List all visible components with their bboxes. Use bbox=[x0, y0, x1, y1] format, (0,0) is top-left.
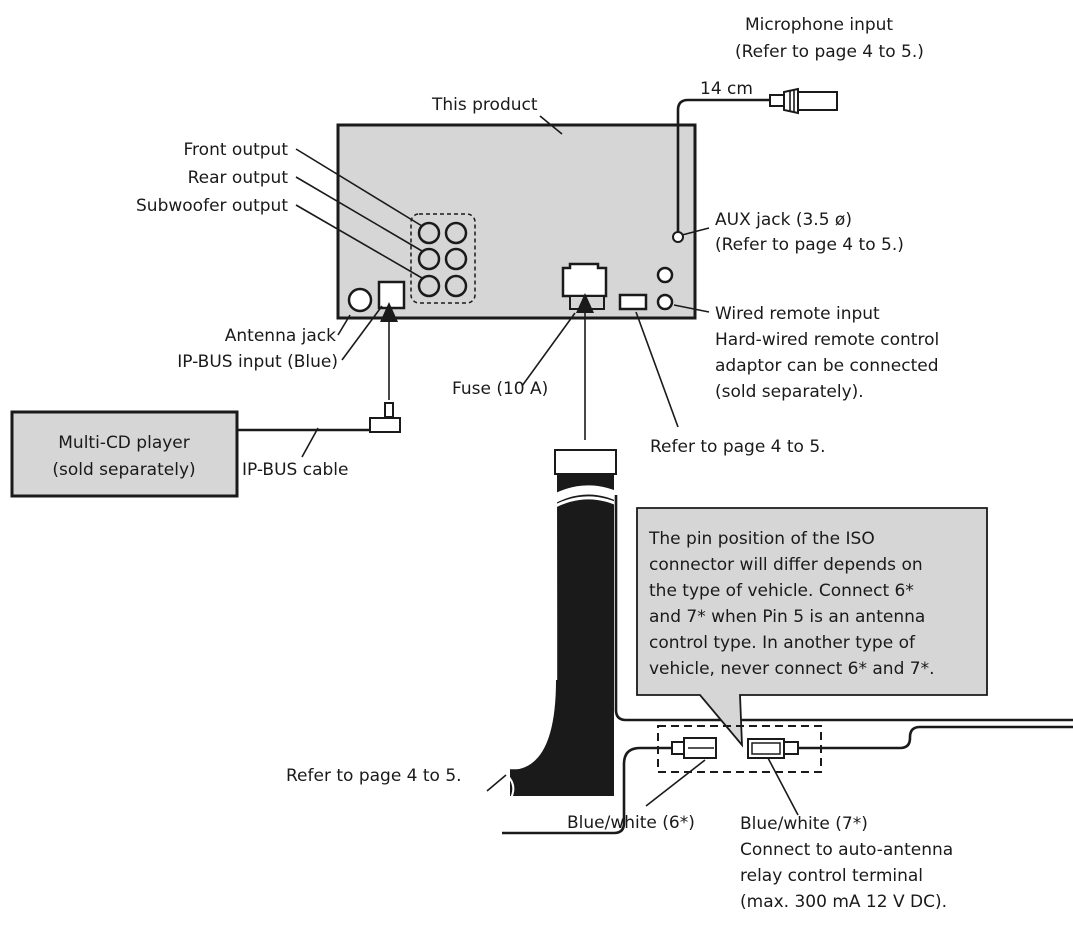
rca-output-group bbox=[410, 213, 476, 304]
rear-output-label: Rear output bbox=[188, 168, 289, 188]
refer-left-label: Refer to page 4 to 5. bbox=[286, 766, 462, 786]
note-line-6: vehicle, never connect 6* and 7*. bbox=[649, 659, 935, 679]
mic-cable bbox=[676, 98, 770, 232]
antenna-jack-port bbox=[347, 287, 373, 313]
auto-antenna-label-2: relay control terminal bbox=[740, 866, 923, 886]
blue-white-wire-7 bbox=[798, 725, 1073, 750]
wired-remote-label-1: Wired remote input bbox=[715, 304, 880, 324]
mic-title-label: Microphone input bbox=[745, 15, 893, 35]
note-line-4: and 7* when Pin 5 is an antenna bbox=[649, 607, 925, 627]
ipbus-cable-label: IP-BUS cable bbox=[242, 460, 348, 480]
remote-connector-port bbox=[618, 293, 648, 311]
ipbus-plug bbox=[369, 402, 401, 433]
aux-jack-port bbox=[656, 266, 674, 284]
multicd-label-1: Multi-CD player bbox=[58, 433, 190, 453]
ipbus-port bbox=[377, 280, 406, 310]
note-bubble bbox=[636, 507, 988, 748]
note-line-1: The pin position of the ISO bbox=[648, 529, 875, 549]
multicd-box bbox=[10, 410, 239, 498]
wired-remote-label-4: (sold separately). bbox=[715, 382, 864, 402]
note-line-5: control type. In another type of bbox=[649, 633, 916, 653]
wired-remote-label-2: Hard-wired remote control bbox=[715, 330, 939, 350]
note-line-2: connector will differ depends on bbox=[649, 555, 923, 575]
aux-ref-label: (Refer to page 4 to 5.) bbox=[715, 235, 904, 255]
blue-white-wire-6 bbox=[502, 746, 672, 835]
note-line-3: the type of vehicle. Connect 6* bbox=[649, 581, 914, 601]
antenna-jack-label: Antenna jack bbox=[225, 326, 336, 346]
wiring-harness bbox=[499, 449, 628, 801]
auto-antenna-label-1: Connect to auto-antenna bbox=[740, 840, 953, 860]
blue-white-wire-right bbox=[614, 495, 1073, 722]
aux-title-label: AUX jack (3.5 ø) bbox=[715, 210, 852, 230]
mic-ref-label: (Refer to page 4 to 5.) bbox=[735, 42, 924, 62]
fuse-label: Fuse (10 A) bbox=[452, 379, 548, 399]
blue-white-6-label: Blue/white (6*) bbox=[567, 813, 695, 833]
microphone-plug bbox=[769, 87, 838, 115]
front-output-label: Front output bbox=[184, 140, 289, 160]
auto-antenna-label-3: (max. 300 mA 12 V DC). bbox=[740, 892, 947, 912]
subwoofer-output-label: Subwoofer output bbox=[136, 196, 288, 216]
blue-white-7-label: Blue/white (7*) bbox=[740, 814, 868, 834]
refer-middle-label: Refer to page 4 to 5. bbox=[650, 437, 826, 457]
multicd-label-2: (sold separately) bbox=[52, 460, 195, 480]
wired-remote-label-3: adaptor can be connected bbox=[715, 356, 939, 376]
this-product-label: This product bbox=[431, 95, 538, 115]
mic-jack-port bbox=[672, 231, 684, 243]
power-connector-port bbox=[561, 262, 608, 310]
connector-6 bbox=[671, 737, 717, 759]
ipbus-input-label: IP-BUS input (Blue) bbox=[177, 352, 338, 372]
connector-7 bbox=[747, 738, 799, 759]
wired-remote-port bbox=[656, 293, 674, 311]
length-14cm-label: 14 cm bbox=[700, 79, 753, 99]
